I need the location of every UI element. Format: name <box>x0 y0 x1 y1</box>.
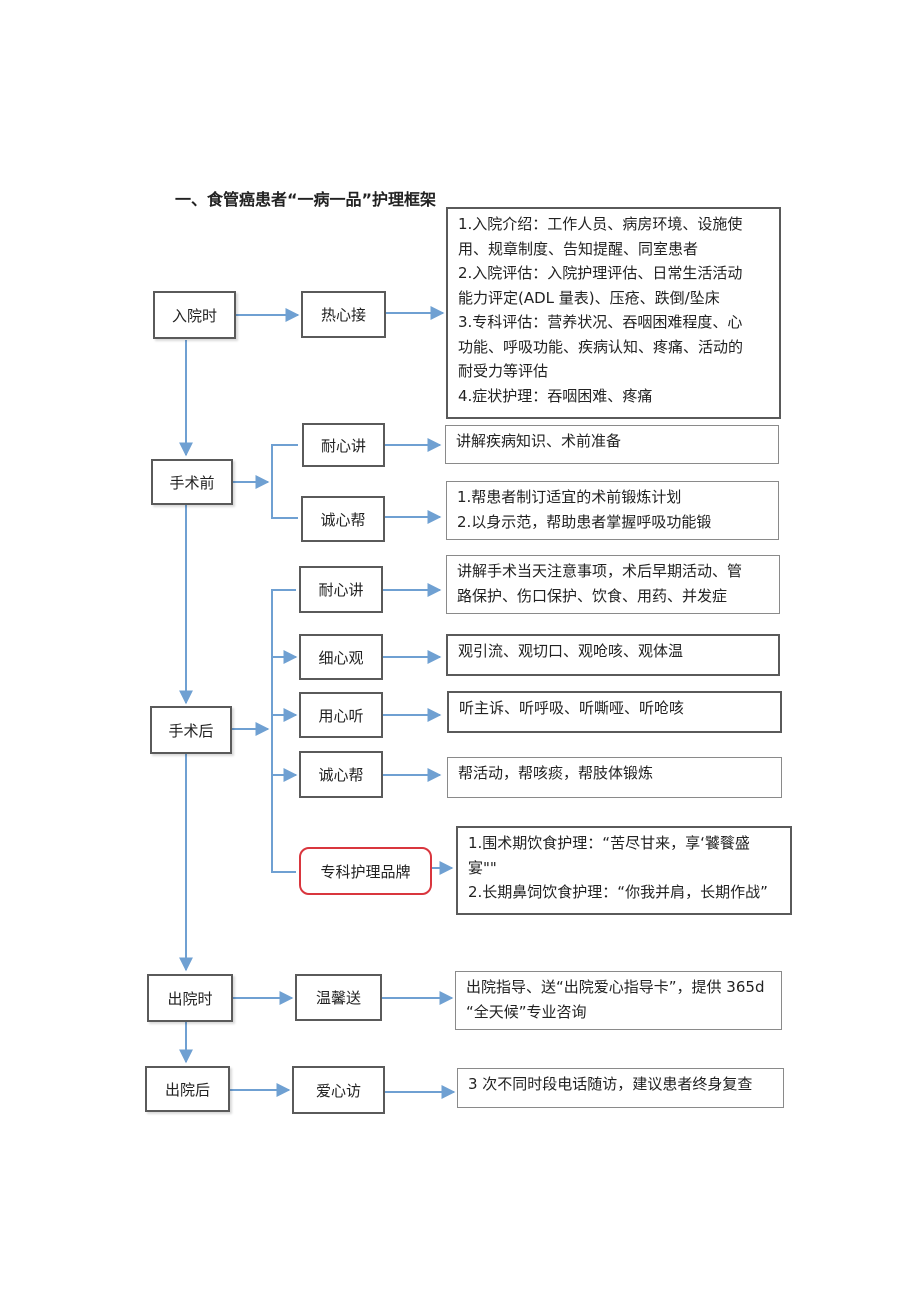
action-postop-listen: 用心听 <box>299 692 383 738</box>
page-title: 一、食管癌患者“一病一品”护理框架 <box>175 190 437 209</box>
detail-postop-help: 帮活动，帮咳痰，帮肢体锻炼 <box>447 757 782 798</box>
detail-preop-help: 1.帮患者制订适宜的术前锻炼计划 2.以身示范，帮助患者掌握呼吸功能锻 <box>446 481 779 540</box>
detail-line: 讲解手术当天注意事项，术后早期活动、管 <box>457 562 743 580</box>
detail-line: 听主诉、听呼吸、听嘶哑、听呛咳 <box>459 699 685 717</box>
detail-line: 2.以身示范，帮助患者掌握呼吸功能锻 <box>457 512 712 531</box>
action-preop-explain: 耐心讲 <box>302 423 385 467</box>
detail-postop-explain: 讲解手术当天注意事项，术后早期活动、管 路保护、伤口保护、饮食、用药、并发症 <box>446 555 780 614</box>
detail-line: 2.长期鼻饲饮食护理：“你我并肩，长期作战” <box>468 883 768 901</box>
postop-bracket <box>271 589 296 873</box>
detail-line: 3.专科评估：营养状况、吞咽困难程度、心 <box>458 313 743 331</box>
detail-line: 用、规章制度、告知提醒、同室患者 <box>458 239 699 258</box>
stage-preop: 手术前 <box>151 459 233 505</box>
detail-line: 路保护、伤口保护、饮食、用药、并发症 <box>457 586 728 605</box>
detail-discharge: 出院指导、送“出院爱心指导卡”，提供 365d “全天候”专业咨询 <box>455 971 782 1030</box>
stage-after-discharge: 出院后 <box>145 1066 230 1112</box>
detail-line: 帮活动，帮咳痰，帮肢体锻炼 <box>458 764 654 782</box>
detail-postop-observe: 观引流、观切口、观呛咳、观体温 <box>446 634 780 676</box>
preop-bracket <box>271 444 298 519</box>
detail-line: 1.入院介绍：工作人员、病房环境、设施使 <box>458 215 743 233</box>
detail-line: 耐受力等评估 <box>458 362 549 380</box>
action-postop-observe: 细心观 <box>299 634 383 680</box>
detail-admission: 1.入院介绍：工作人员、病房环境、设施使 用、规章制度、告知提醒、同室患者 2.… <box>446 207 781 419</box>
detail-line: 讲解疾病知识、术前准备 <box>456 432 622 450</box>
detail-line: 1.帮患者制订适宜的术前锻炼计划 <box>457 488 682 506</box>
detail-specialty-brand: 1.围术期饮食护理：“苦尽甘来，享‘饕餮盛 宴"" 2.长期鼻饲饮食护理：“你我… <box>456 826 792 915</box>
detail-line: 3 次不同时段电话随访，建议患者终身复查 <box>468 1075 753 1093</box>
action-warm-receive: 热心接 <box>301 291 386 338</box>
detail-after-discharge: 3 次不同时段电话随访，建议患者终身复查 <box>457 1068 784 1108</box>
detail-line: 功能、呼吸功能、疾病认知、疼痛、活动的 <box>458 337 744 356</box>
detail-line: 能力评定(ADL 量表)、压疮、跌倒/坠床 <box>458 288 720 307</box>
action-discharge-send: 温馨送 <box>295 974 382 1021</box>
detail-preop-explain: 讲解疾病知识、术前准备 <box>445 425 779 464</box>
stage-admission: 入院时 <box>153 291 236 339</box>
action-postop-help: 诚心帮 <box>299 751 383 798</box>
stage-postop: 手术后 <box>150 706 232 754</box>
action-preop-help: 诚心帮 <box>301 496 385 542</box>
action-postop-explain: 耐心讲 <box>299 566 383 613</box>
detail-line: 2.入院评估：入院护理评估、日常生活活动 <box>458 264 743 282</box>
detail-line: 4.症状护理：吞咽困难、疼痛 <box>458 386 653 405</box>
stage-discharge: 出院时 <box>147 974 233 1022</box>
detail-line: “全天候”专业咨询 <box>466 1002 587 1021</box>
detail-line: 出院指导、送“出院爱心指导卡”，提供 365d <box>466 978 765 996</box>
detail-postop-listen: 听主诉、听呼吸、听嘶哑、听呛咳 <box>447 691 782 733</box>
action-followup-visit: 爱心访 <box>292 1066 385 1114</box>
detail-line: 1.围术期饮食护理：“苦尽甘来，享‘饕餮盛 <box>468 834 750 852</box>
detail-line: 观引流、观切口、观呛咳、观体温 <box>458 642 684 660</box>
detail-line: 宴"" <box>468 858 497 877</box>
action-specialty-brand: 专科护理品牌 <box>299 847 432 895</box>
